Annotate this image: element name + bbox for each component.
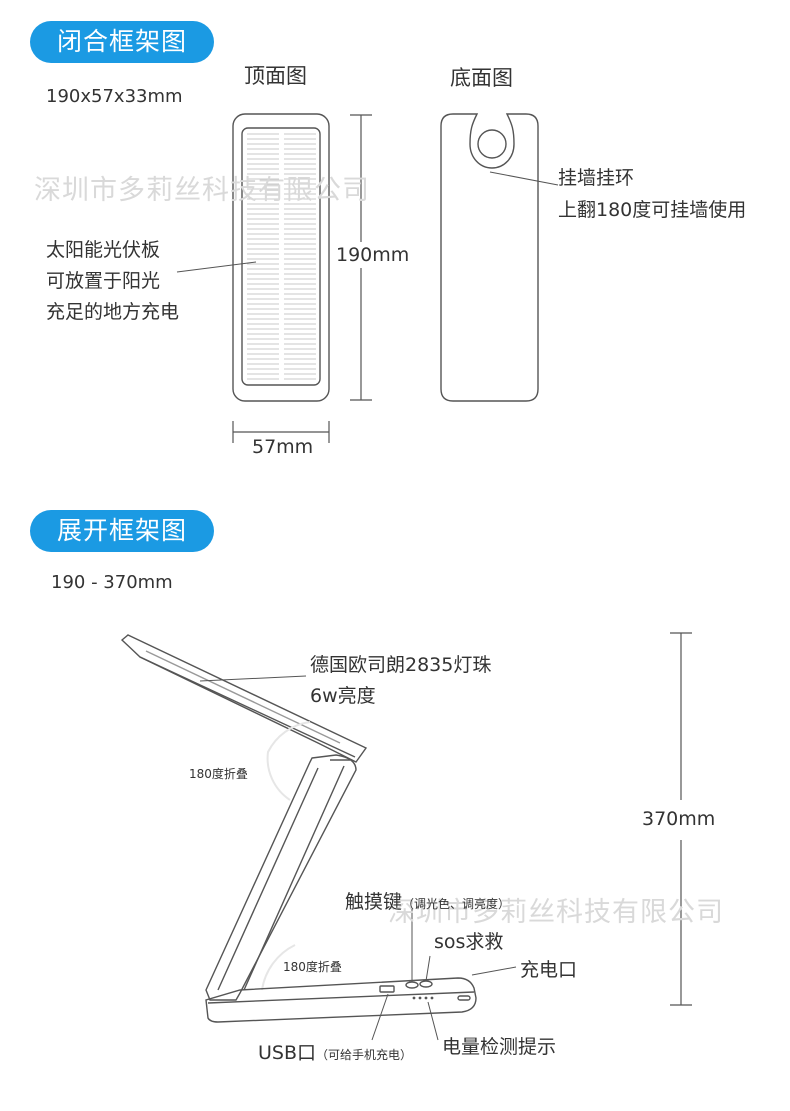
- closed-section-title: 闭合框架图: [30, 21, 214, 63]
- usb-port-text: USB口: [258, 1042, 317, 1064]
- led-note-line-2: 6w亮度: [310, 685, 376, 707]
- arm-inner-right: [243, 765, 345, 991]
- led-note-line-1: 德国欧司朗2835灯珠: [310, 654, 492, 676]
- open-section-title: 展开框架图: [30, 510, 214, 552]
- fold-label-top: 180度折叠: [189, 767, 248, 781]
- lamp-head-edge: [139, 656, 356, 758]
- touch-key-detail: （调光色、调亮度）: [402, 897, 511, 911]
- hanging-ring: [477, 129, 507, 159]
- bottom-view-drawing: [440, 113, 539, 402]
- width-dimension-57: [232, 421, 330, 443]
- fold-label-bottom: 180度折叠: [283, 960, 342, 974]
- sos-button: [419, 980, 433, 988]
- fold-arc-bottom: [261, 944, 296, 991]
- top-view-body: [232, 113, 330, 402]
- touch-key-button: [405, 981, 419, 989]
- usb-leader: [371, 993, 389, 1041]
- height-dimension-370: [670, 632, 692, 1006]
- solar-leader-line: [176, 261, 257, 273]
- usb-port-shape: [379, 985, 395, 993]
- battery-leader: [427, 1001, 439, 1041]
- solar-note-line-1: 太阳能光伏板: [46, 239, 161, 261]
- usb-port-label: USB口（可给手机充电）: [258, 1038, 412, 1065]
- solar-note-line-2: 可放置于阳光: [46, 270, 161, 292]
- led-strip: [145, 650, 341, 744]
- sos-label: sos求救: [434, 931, 504, 953]
- usb-port-detail: （可给手机充电）: [316, 1048, 413, 1062]
- battery-indicator-label: 电量检测提示: [442, 1036, 557, 1058]
- bottom-view-label: 底面图: [450, 66, 513, 90]
- top-view-label: 顶面图: [244, 64, 307, 88]
- solar-note-line-3: 充足的地方充电: [46, 301, 180, 323]
- closed-height-dimension: 190mm: [336, 242, 410, 268]
- touch-key-text: 触摸键: [345, 891, 403, 913]
- hang-note-line-2: 上翻180度可挂墙使用: [558, 199, 747, 221]
- lamp-base: [205, 977, 477, 1023]
- charge-port-label: 充电口: [520, 959, 578, 981]
- watermark-top: 深圳市多莉丝科技有限公司: [34, 175, 370, 206]
- closed-dimensions: 190x57x33mm: [46, 86, 183, 107]
- charge-port-shape: [457, 995, 471, 1001]
- open-range: 190 - 370mm: [51, 572, 173, 593]
- battery-indicator-dots: [412, 996, 434, 1000]
- open-leader-lines: [199, 675, 517, 1041]
- base-top-edge: [207, 991, 475, 1004]
- sos-leader: [425, 955, 431, 982]
- solar-cell-lines: [247, 133, 316, 380]
- top-view-drawing: [232, 113, 330, 402]
- charge-leader: [471, 966, 517, 976]
- led-leader: [199, 675, 307, 682]
- hang-leader-line: [489, 171, 559, 186]
- touch-key-label: 触摸键（调光色、调亮度）: [345, 887, 510, 914]
- hang-note-line-1: 挂墙挂环: [558, 167, 635, 189]
- closed-width-dimension: 57mm: [252, 436, 314, 458]
- bottom-view-body: [440, 113, 539, 402]
- fold-arc-top: [266, 721, 311, 801]
- arm-inner-left: [217, 767, 319, 991]
- watermark-bottom: 深圳市多莉丝科技有限公司: [388, 897, 724, 928]
- open-height-dimension: 370mm: [642, 808, 716, 830]
- solar-panel: [241, 127, 321, 386]
